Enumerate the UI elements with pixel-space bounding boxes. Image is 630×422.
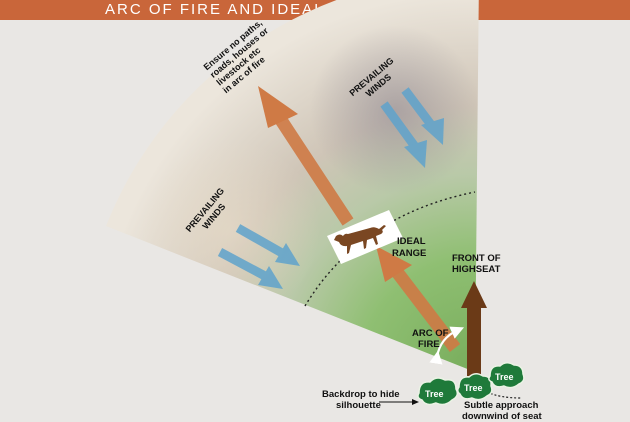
subtle-approach-line-2: downwind of seat — [462, 411, 543, 422]
deer-target — [327, 210, 403, 264]
tree-1-label: Tree — [425, 389, 444, 399]
tree-2: Tree — [456, 373, 493, 401]
tree-2-label: Tree — [464, 383, 483, 393]
tree-3-label: Tree — [495, 372, 514, 382]
highseat-arrow — [461, 281, 487, 376]
arc-of-fire-line-2: FIRE — [418, 339, 440, 350]
ideal-range-line-2: RANGE — [392, 248, 426, 259]
ideal-range-line-1: IDEAL — [397, 236, 426, 247]
front-of-highseat-line-2: HIGHSEAT — [452, 264, 501, 275]
subtle-approach-path — [486, 391, 522, 399]
arc-of-fire-indicator — [429, 326, 465, 365]
deer-icon — [334, 225, 386, 254]
arc-of-fire-line-1: ARC OF — [412, 328, 449, 339]
ideal-range-line — [304, 191, 476, 307]
arc-of-fire-arrow — [258, 86, 354, 226]
backdrop-pointer — [379, 399, 419, 405]
backdrop-line-2: silhouette — [336, 400, 381, 411]
tree-1: Tree — [417, 377, 459, 406]
wind-arrows-top — [380, 87, 444, 168]
wind-arrows-left — [217, 224, 300, 289]
subtle-approach-line-1: Subtle approach — [464, 400, 539, 411]
backdrop-line-1: Backdrop to hide — [322, 389, 400, 400]
tree-3: Tree — [488, 362, 525, 389]
front-of-highseat-line-1: FRONT OF — [452, 253, 501, 264]
